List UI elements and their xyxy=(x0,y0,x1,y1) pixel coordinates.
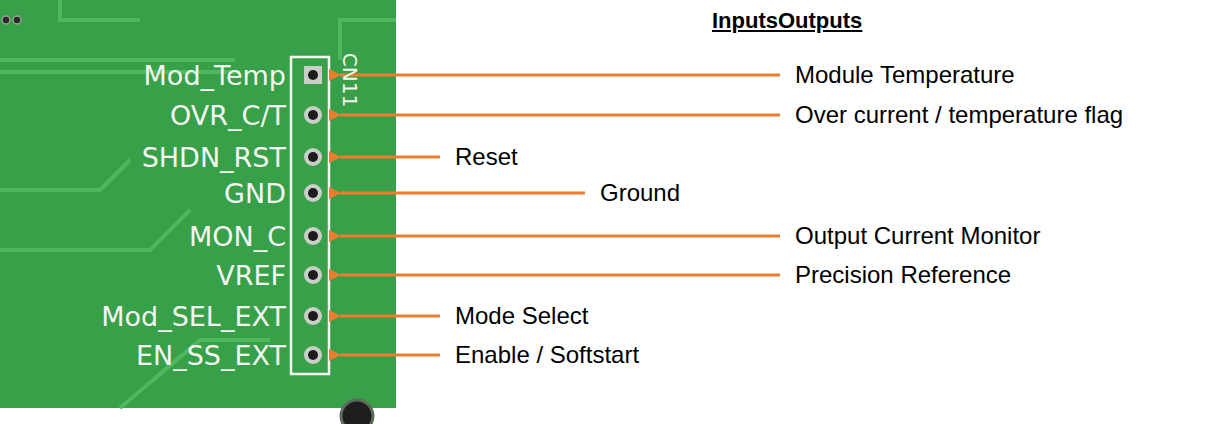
pin-name: EN_SS_EXT xyxy=(136,342,286,369)
mounting-hole xyxy=(341,400,373,424)
pin-hole xyxy=(308,311,318,321)
connector-name: CN11 xyxy=(340,53,360,107)
leader-arrows xyxy=(340,75,780,355)
pin-pad xyxy=(304,266,322,284)
pin-name: VREF xyxy=(216,262,286,289)
leader-arrow xyxy=(340,354,440,357)
signal-description: Enable / Softstart xyxy=(455,343,639,367)
leader-arrow xyxy=(340,74,780,77)
via-hole xyxy=(2,16,10,24)
signal-description: Mode Select xyxy=(455,304,588,328)
pin-pad xyxy=(304,148,322,166)
pin-name: MON_C xyxy=(189,223,286,250)
pin-name: Mod_Temp xyxy=(144,62,286,89)
pcb-board xyxy=(0,0,396,408)
pin-hole xyxy=(308,231,318,241)
pcb-trace xyxy=(60,0,140,20)
pin-pad xyxy=(304,346,322,364)
leader-arrow xyxy=(340,274,780,277)
pin-name: OVR_C/T xyxy=(170,102,286,129)
pin-hole xyxy=(308,270,318,280)
leader-arrow xyxy=(340,315,440,318)
pcb-trace xyxy=(0,210,190,250)
pin-hole xyxy=(308,188,318,198)
signal-description: Output Current Monitor xyxy=(795,224,1040,248)
pcb-trace xyxy=(0,160,130,190)
signal-description: Precision Reference xyxy=(795,263,1011,287)
leader-arrow xyxy=(340,235,780,238)
title: InputsOutputs xyxy=(712,10,862,32)
signal-description: Reset xyxy=(455,145,518,169)
leader-arrow xyxy=(340,114,780,117)
pin-name: Mod_SEL_EXT xyxy=(101,303,286,330)
via-hole xyxy=(13,16,21,24)
pin-pad xyxy=(304,227,322,245)
signal-description: Ground xyxy=(600,181,680,205)
pin-hole xyxy=(308,152,318,162)
signal-description: Over current / temperature flag xyxy=(795,103,1123,127)
pin-pad xyxy=(304,184,322,202)
pin-pad-square xyxy=(304,66,322,84)
pin-pad xyxy=(304,307,322,325)
pin-hole xyxy=(308,350,318,360)
pin-name: GND xyxy=(224,180,286,207)
connector-outline xyxy=(291,57,329,374)
pin-pad xyxy=(304,106,322,124)
leader-arrow xyxy=(340,156,440,159)
pin-hole xyxy=(308,110,318,120)
pin-name: SHDN_RST xyxy=(142,144,286,171)
leader-arrow xyxy=(340,192,585,195)
pin-hole xyxy=(308,70,318,80)
connector-pins xyxy=(304,66,322,364)
signal-description: Module Temperature xyxy=(795,63,1015,87)
pcb-traces xyxy=(0,0,396,408)
